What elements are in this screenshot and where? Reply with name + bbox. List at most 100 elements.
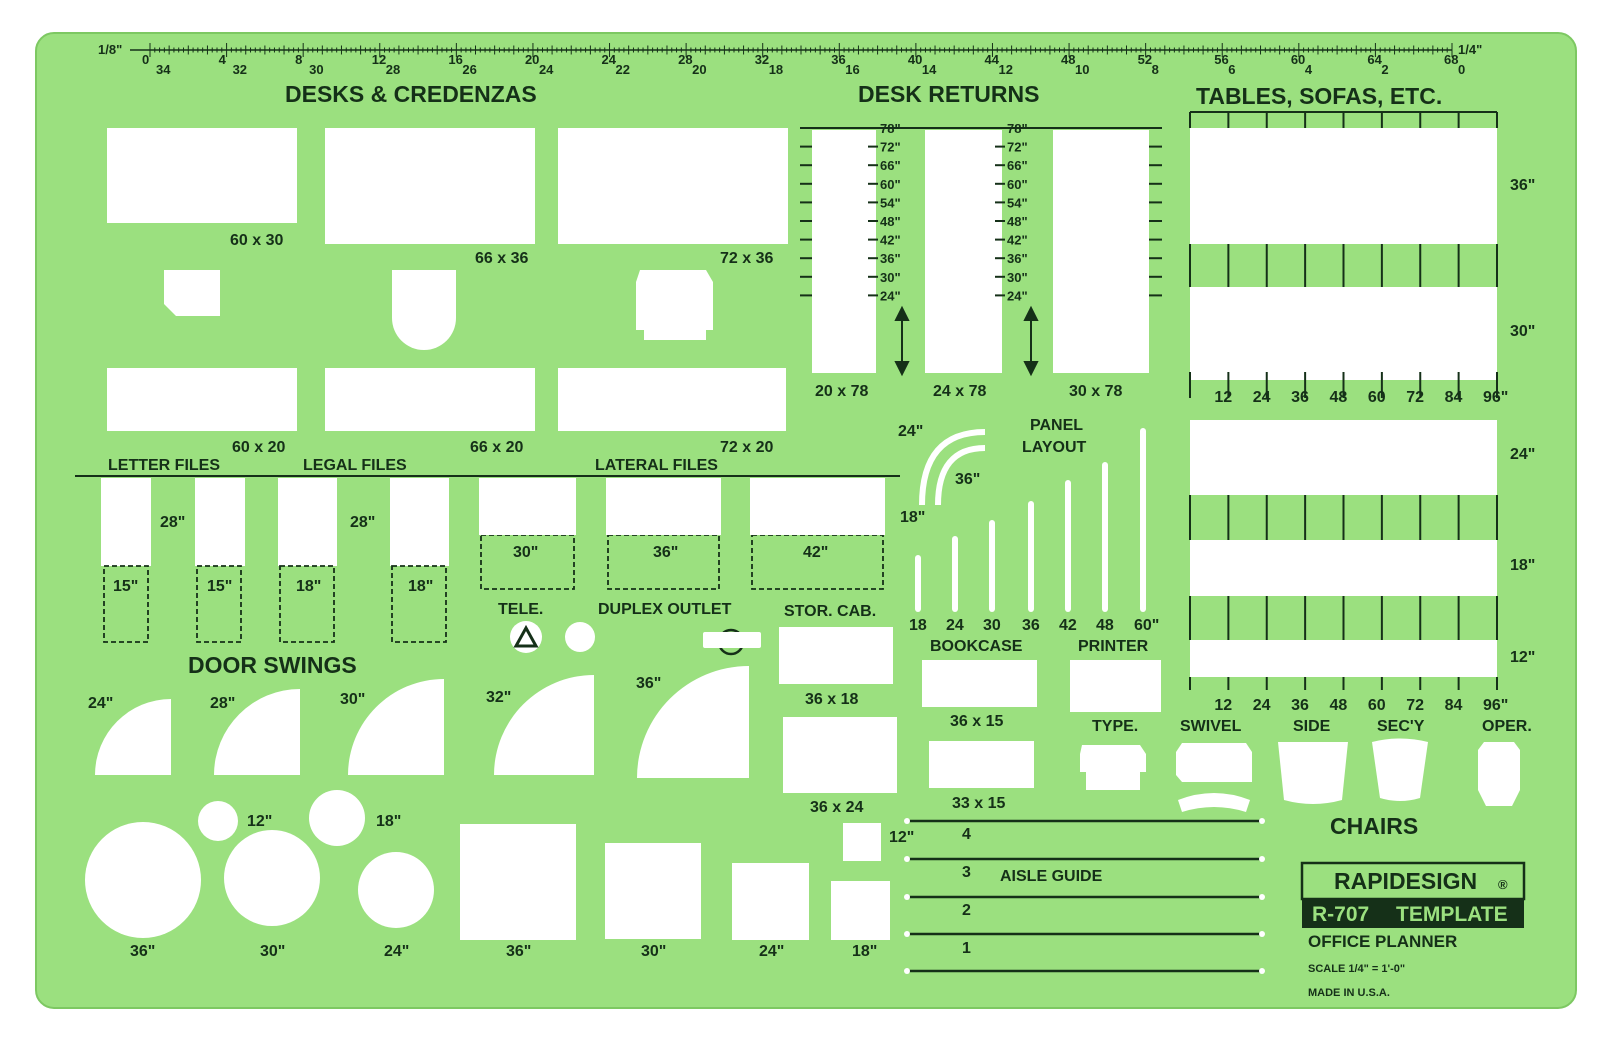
credenza-label-60x20: 60 x 20 [232,439,285,456]
panel-slot [952,536,958,612]
ruler-top-number: 0 [142,52,149,67]
table-scale-number: 48 [1330,389,1348,406]
chair-oper-icon [1478,742,1520,806]
brand-block: RAPIDESIGN ® R-707 TEMPLATE OFFICE PLANN… [1300,861,1526,999]
storage-cutout-36x18 [779,627,893,684]
bookcase-cutout-36x15 [922,660,1037,707]
ruler-bottom-number: 12 [998,62,1012,77]
typewriter-cutout [1080,745,1146,790]
aisle-line-number: 3 [962,864,971,881]
table-scale-number: 72 [1406,389,1424,406]
chairs-title: CHAIRS [1330,813,1418,839]
desk-label-72x36: 72 x 36 [720,250,773,267]
desk-label-60x30: 60 x 30 [230,232,283,249]
panel-slot [1102,462,1108,612]
round-table-18-cutout [309,790,365,846]
return-cutout-24x78 [925,130,1002,373]
product-origin: MADE IN U.S.A. [1308,987,1390,999]
return-scale-label: 36" [880,251,901,266]
door-swings-title: DOOR SWINGS [188,652,357,678]
return-scale-label: 48" [880,214,901,229]
brand-logo: RAPIDESIGN [1334,868,1477,894]
panel-size-label: 24 [946,617,964,634]
credenza-label-72x20: 72 x 20 [720,439,773,456]
return-scale-label: 78" [880,121,901,136]
panel-title-2: LAYOUT [1022,439,1087,456]
table-cutout [1190,287,1497,380]
panel-size-label: 36 [1022,617,1040,634]
credenza-cutout-72x20 [558,368,786,431]
ruler-bottom-number: 20 [692,62,706,77]
bookcase-label-36x15: 36 x 15 [950,713,1003,730]
ruler-top-number: 44 [984,52,999,67]
ruler-top-number: 56 [1214,52,1228,67]
ruler-bottom-number: 18 [769,62,783,77]
bookcase-cutout-33x15 [929,741,1034,788]
aisle-line-end [1259,894,1265,900]
letter-file-15b-cutout [195,478,245,566]
door-swing-label: 32" [486,689,511,706]
door-swing-cutout [637,666,749,778]
table-cutout [1190,540,1497,596]
round-table-12-label: 12" [247,813,272,830]
round-table-36-cutout [85,822,201,938]
table-cutouts [1190,128,1497,677]
return-scale-label: 24" [880,288,901,303]
chair-secy-icon [1372,738,1428,801]
desks-group: 60 x 30 66 x 36 72 x 36 60 x 20 66 x 20 … [107,128,788,456]
aisle-line-end [904,856,910,862]
round-table-18-label: 18" [376,813,401,830]
square-table-36-cutout [460,824,576,940]
aisle-line-end [1259,968,1265,974]
table-scale-number: 24 [1253,389,1271,406]
table-depth-label: 30" [1510,323,1535,340]
desk-chair-round-icon [392,270,456,350]
return-arrow-1 [894,305,910,377]
desk-cutout-60x30 [107,128,297,223]
ruler-bottom-number: 4 [1305,62,1313,77]
credenza-cutout-66x20 [325,368,535,431]
table-ticks [1189,111,1498,690]
legal-width-18a: 18" [296,578,321,595]
ruler-bottom-number: 2 [1381,62,1388,77]
square-table-30-cutout [605,843,701,939]
printer-title: PRINTER [1078,638,1149,655]
table-scale-number: 72 [1406,697,1424,714]
duplex-label: DUPLEX OUTLET [598,601,732,618]
product-name: OFFICE PLANNER [1308,932,1457,951]
panel-title-1: PANEL [1030,417,1083,434]
aisle-line-number: 2 [962,902,971,919]
door-swing-label: 28" [210,695,235,712]
ruler-bottom-number: 24 [539,62,554,77]
ruler-bottom-number: 0 [1458,62,1465,77]
storage-cutout-36x24 [783,717,897,793]
aisle-line-end [904,894,910,900]
square-table-18-label: 18" [852,943,877,960]
legal-files-title: LEGAL FILES [303,457,407,474]
return-scale-label: 30" [880,270,901,285]
ruler-top-number: 36 [831,52,845,67]
table-scale-number: 12 [1214,389,1232,406]
square-table-18-cutout [831,881,890,940]
letter-width-15a: 15" [113,578,138,595]
table-scale-number: 36 [1291,389,1309,406]
ruler-bottom-number: 30 [309,62,323,77]
return-scale-label: 60" [880,177,901,192]
desk-cutout-72x36 [558,128,788,244]
brand-model-bar [1302,899,1524,928]
lateral-files-title: LATERAL FILES [595,457,718,474]
aisle-line-end [904,818,910,824]
ruler-top-number: 4 [219,52,227,67]
ruler-bottom-number: 14 [922,62,937,77]
files-group: LETTER FILES LEGAL FILES LATERAL FILES 2… [75,457,900,643]
ruler-bottom-number: 26 [462,62,476,77]
round-table-36-label: 36" [130,943,155,960]
panel-size-label: 60" [1134,617,1159,634]
round-table-30-cutout [224,830,320,926]
panel-slots [915,428,1146,612]
aisle-line-end [1259,931,1265,937]
return-cutout-20x78 [812,130,876,373]
chair-swivel-label: SWIVEL [1180,718,1242,735]
